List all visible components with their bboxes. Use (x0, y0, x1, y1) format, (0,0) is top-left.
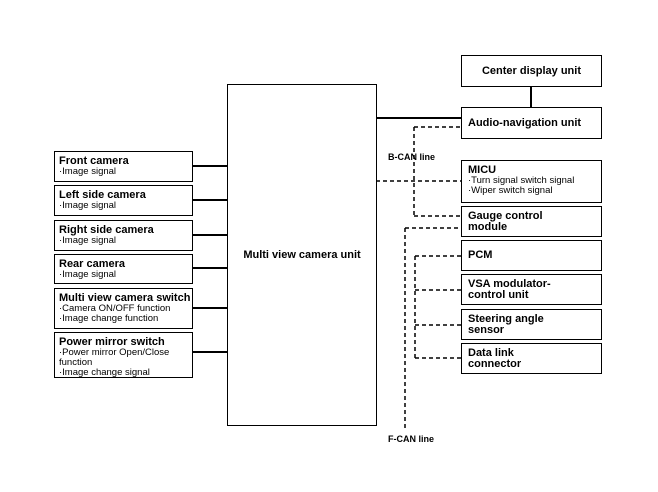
gauge-control-module-box: Gauge control module (461, 206, 602, 237)
multi-view-switch-title: Multi view camera switch (59, 292, 191, 304)
bcan-line-label: B-CAN line (388, 152, 435, 162)
center-display-unit-box: Center display unit (461, 55, 602, 87)
power-mirror-switch-title: Power mirror switch (59, 336, 165, 348)
front-camera-signal: ·Image signal (59, 166, 117, 177)
vsa-modulator-line1: VSA modulator- (468, 277, 551, 290)
micu-title: MICU (468, 164, 497, 176)
multi-view-camera-unit-label: Multi view camera unit (243, 248, 361, 261)
gauge-control-module-line1: Gauge control (468, 209, 543, 222)
rear-camera-title: Rear camera (59, 258, 126, 270)
multi-view-switch-box: Multi view camera switch ·Camera ON/OFF … (54, 288, 193, 329)
steering-angle-sensor-line2: sensor (468, 323, 505, 336)
multi-view-switch-line2: ·Image change function (59, 313, 159, 324)
power-mirror-switch-line3: ·Image change signal (59, 367, 150, 378)
right-camera-title: Right side camera (59, 224, 154, 236)
data-link-connector-line1: Data link (468, 346, 514, 359)
audio-navigation-unit-label: Audio-navigation unit (468, 116, 582, 129)
micu-line2: ·Wiper switch signal (468, 185, 553, 196)
steering-angle-sensor-line1: Steering angle (468, 312, 544, 325)
power-mirror-switch-box: Power mirror switch ·Power mirror Open/C… (54, 332, 193, 378)
rear-camera-signal: ·Image signal (59, 269, 117, 280)
rear-camera-box: Rear camera ·Image signal (54, 254, 193, 284)
right-camera-signal: ·Image signal (59, 235, 117, 246)
micu-line1: ·Turn signal switch signal (468, 175, 575, 186)
pcm-label: PCM (468, 249, 493, 261)
front-camera-box: Front camera ·Image signal (54, 151, 193, 182)
vsa-modulator-line2: control unit (468, 288, 529, 301)
multi-view-switch-line1: ·Camera ON/OFF function (59, 303, 171, 314)
power-mirror-switch-line2: function (59, 357, 93, 368)
fcan-line-label: F-CAN line (388, 434, 434, 444)
left-camera-box: Left side camera ·Image signal (54, 185, 193, 216)
audio-navigation-unit-box: Audio-navigation unit (461, 107, 602, 139)
multi-view-camera-unit: Multi view camera unit (227, 84, 377, 426)
front-camera-title: Front camera (59, 155, 129, 167)
vsa-modulator-box: VSA modulator- control unit (461, 274, 602, 305)
data-link-connector-line2: connector (468, 357, 522, 370)
data-link-connector-box: Data link connector (461, 343, 602, 374)
left-camera-signal: ·Image signal (59, 200, 117, 211)
right-camera-box: Right side camera ·Image signal (54, 220, 193, 251)
steering-angle-sensor-box: Steering angle sensor (461, 309, 602, 340)
micu-box: MICU ·Turn signal switch signal ·Wiper s… (461, 160, 602, 203)
left-camera-title: Left side camera (59, 189, 146, 201)
power-mirror-switch-line1: ·Power mirror Open/Close (59, 347, 170, 358)
gauge-control-module-line2: module (468, 220, 508, 233)
pcm-box: PCM (461, 240, 602, 271)
center-display-unit-label: Center display unit (481, 64, 582, 77)
